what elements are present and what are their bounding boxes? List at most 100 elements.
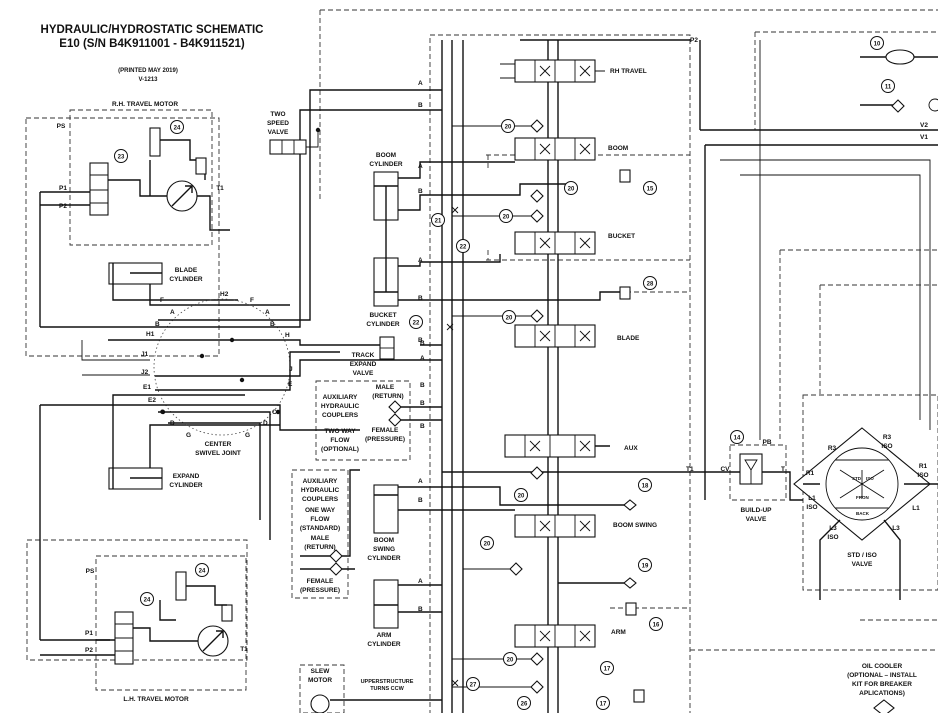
svg-text:16: 16 (653, 623, 660, 629)
port-l1-iso: ISO (806, 504, 817, 511)
oil-cooler-label-3: KIT FOR BREAKER (852, 681, 912, 688)
aux1-label-4: ONE WAY (305, 507, 336, 514)
bucket-section-label: BUCKET (608, 233, 635, 240)
boom-cylinder-label-2: CYLINDER (369, 161, 403, 168)
port-g-left: G (186, 432, 191, 439)
blade-cylinder: BLADE CYLINDER (108, 262, 290, 306)
callout-20-b: 20 (499, 209, 513, 223)
arm-cylinder-label-2: CYLINDER (367, 641, 401, 648)
callout-23: 22 (409, 315, 423, 329)
port-a-right: A (265, 309, 270, 316)
rh-motor-valve-block (89, 162, 109, 216)
port-h1: H1 (146, 331, 155, 338)
title-line-1: HYDRAULIC/HYDROSTATIC SCHEMATIC (41, 24, 264, 36)
slew-motor-label-2: MOTOR (308, 677, 332, 684)
svg-text:20: 20 (518, 494, 525, 500)
blade-section-label: BLADE (617, 335, 640, 342)
blade-cylinder-label-2: CYLINDER (169, 276, 203, 283)
svg-text:20: 20 (506, 316, 513, 322)
aux1-label-7: MALE (311, 535, 330, 542)
track-expand-valve: TRACK EXPAND VALVE B A (350, 336, 425, 377)
callout-14: 14 (730, 430, 744, 444)
build-up-label-2: VALVE (746, 516, 767, 523)
aux1-label-10: (PRESSURE) (300, 587, 340, 594)
port-b-swing: B (418, 497, 423, 504)
aux-section-label: AUX (624, 445, 638, 452)
port-a-track: A (420, 355, 425, 362)
slew-motor: SLEW MOTOR UPPERSTRUCTURE TURNS CCW (299, 664, 442, 714)
aux2-female-label-2: (PRESSURE) (365, 436, 405, 443)
svg-text:18: 18 (642, 484, 649, 490)
two-speed-label-1: TWO (270, 111, 285, 118)
port-c-right: C (272, 409, 277, 416)
svg-text:24: 24 (199, 569, 206, 575)
port-d-right: D (263, 420, 268, 427)
port-b-aux2a: B (420, 382, 425, 389)
port-ps-lh: PS (86, 568, 95, 575)
boom-swing-cyl-label-2: SWING (373, 546, 395, 553)
std-iso-valve: STD ISO FRON BACK R3 R3 ISO R1 R1 ISO L1… (793, 427, 938, 600)
callout-18: 18 (638, 478, 652, 492)
svg-text:20: 20 (568, 187, 575, 193)
track-expand-label-2: EXPAND (350, 361, 377, 368)
aux2-label-1: AUXILIARY (323, 394, 358, 401)
port-b-aux2c: B (420, 423, 425, 430)
svg-text:10: 10 (874, 42, 881, 48)
aux1-label-6: (STANDARD) (300, 525, 340, 532)
svg-text:20: 20 (505, 125, 512, 131)
boom-cylinder-label-1: BOOM (376, 152, 396, 159)
center-swivel-joint: CENTER SWIVEL JOINT F F H2 A A B B H1 H … (39, 89, 420, 641)
port-b-arm: B (418, 606, 423, 613)
oil-cooler-label-2: (OPTIONAL – INSTALL (847, 672, 917, 679)
port-a-swing: A (418, 478, 423, 485)
port-a-boom: A (418, 163, 423, 170)
callout-27: 27 (466, 677, 480, 691)
back-label: BACK (856, 511, 870, 516)
svg-text:24: 24 (174, 126, 181, 132)
port-b-left: B (155, 321, 160, 328)
bucket-cylinder-label-2: CYLINDER (366, 321, 400, 328)
port-a-bucket: A (418, 257, 423, 264)
port-f-left: F (160, 297, 164, 304)
aux1-label-1: AUXILIARY (303, 478, 338, 485)
port-a-left: A (170, 309, 175, 316)
port-b-bucket: B (418, 295, 423, 302)
aux2-label-2: HYDRAULIC (321, 403, 360, 410)
port-e1: E1 (143, 384, 151, 391)
svg-text:19: 19 (642, 564, 649, 570)
two-speed-label-2: SPEED (267, 120, 289, 127)
arm-cylinder: ARM CYLINDER A B (367, 578, 442, 648)
oil-cooler-label-1: OIL COOLER (862, 663, 903, 670)
aux1-label-9: FEMALE (307, 578, 334, 585)
oil-cooler: OIL COOLER (OPTIONAL – INSTALL KIT FOR B… (690, 619, 938, 717)
svg-text:20: 20 (507, 658, 514, 664)
callout-balloons: 24 23 10 11 20 20 15 20 21 22 28 22 20 1… (114, 36, 895, 710)
port-p1-rh: P1 (59, 185, 67, 192)
track-expand-label-1: TRACK (352, 352, 375, 359)
aux2-male-label-1: MALE (376, 384, 395, 391)
port-p2-rh: P2 (59, 203, 67, 210)
boom-swing-section-label: BOOM SWING (613, 522, 657, 529)
svg-text:21: 21 (435, 219, 442, 225)
callout-20-boom: 20 (501, 119, 515, 133)
port-t1-rh: T1 (216, 185, 224, 192)
port-r3-iso: R3 (883, 434, 892, 441)
expand-cylinder-label-1: EXPAND (173, 473, 200, 480)
lh-travel-motor-label: L.H. TRAVEL MOTOR (123, 696, 189, 703)
callout-20-a: 20 (564, 181, 578, 195)
std-iso-label-2: VALVE (852, 561, 873, 568)
port-v1: V1 (920, 134, 928, 141)
aux1-label-3: COUPLERS (302, 496, 339, 503)
upperstructure-label-2: TURNS CCW (370, 686, 404, 692)
svg-text:23: 23 (118, 155, 125, 161)
port-b-right: B (270, 321, 275, 328)
blade-cylinder-label-1: BLADE (175, 267, 198, 274)
boom-swing-cyl-label-3: CYLINDER (367, 555, 401, 562)
port-l3-left: L3 (829, 525, 837, 532)
port-l3-right: L3 (892, 525, 900, 532)
svg-text:14: 14 (734, 436, 741, 442)
expand-cylinder: EXPAND CYLINDER (108, 394, 280, 490)
document-code: V-1213 (138, 77, 158, 83)
port-pb: PB (762, 439, 771, 446)
